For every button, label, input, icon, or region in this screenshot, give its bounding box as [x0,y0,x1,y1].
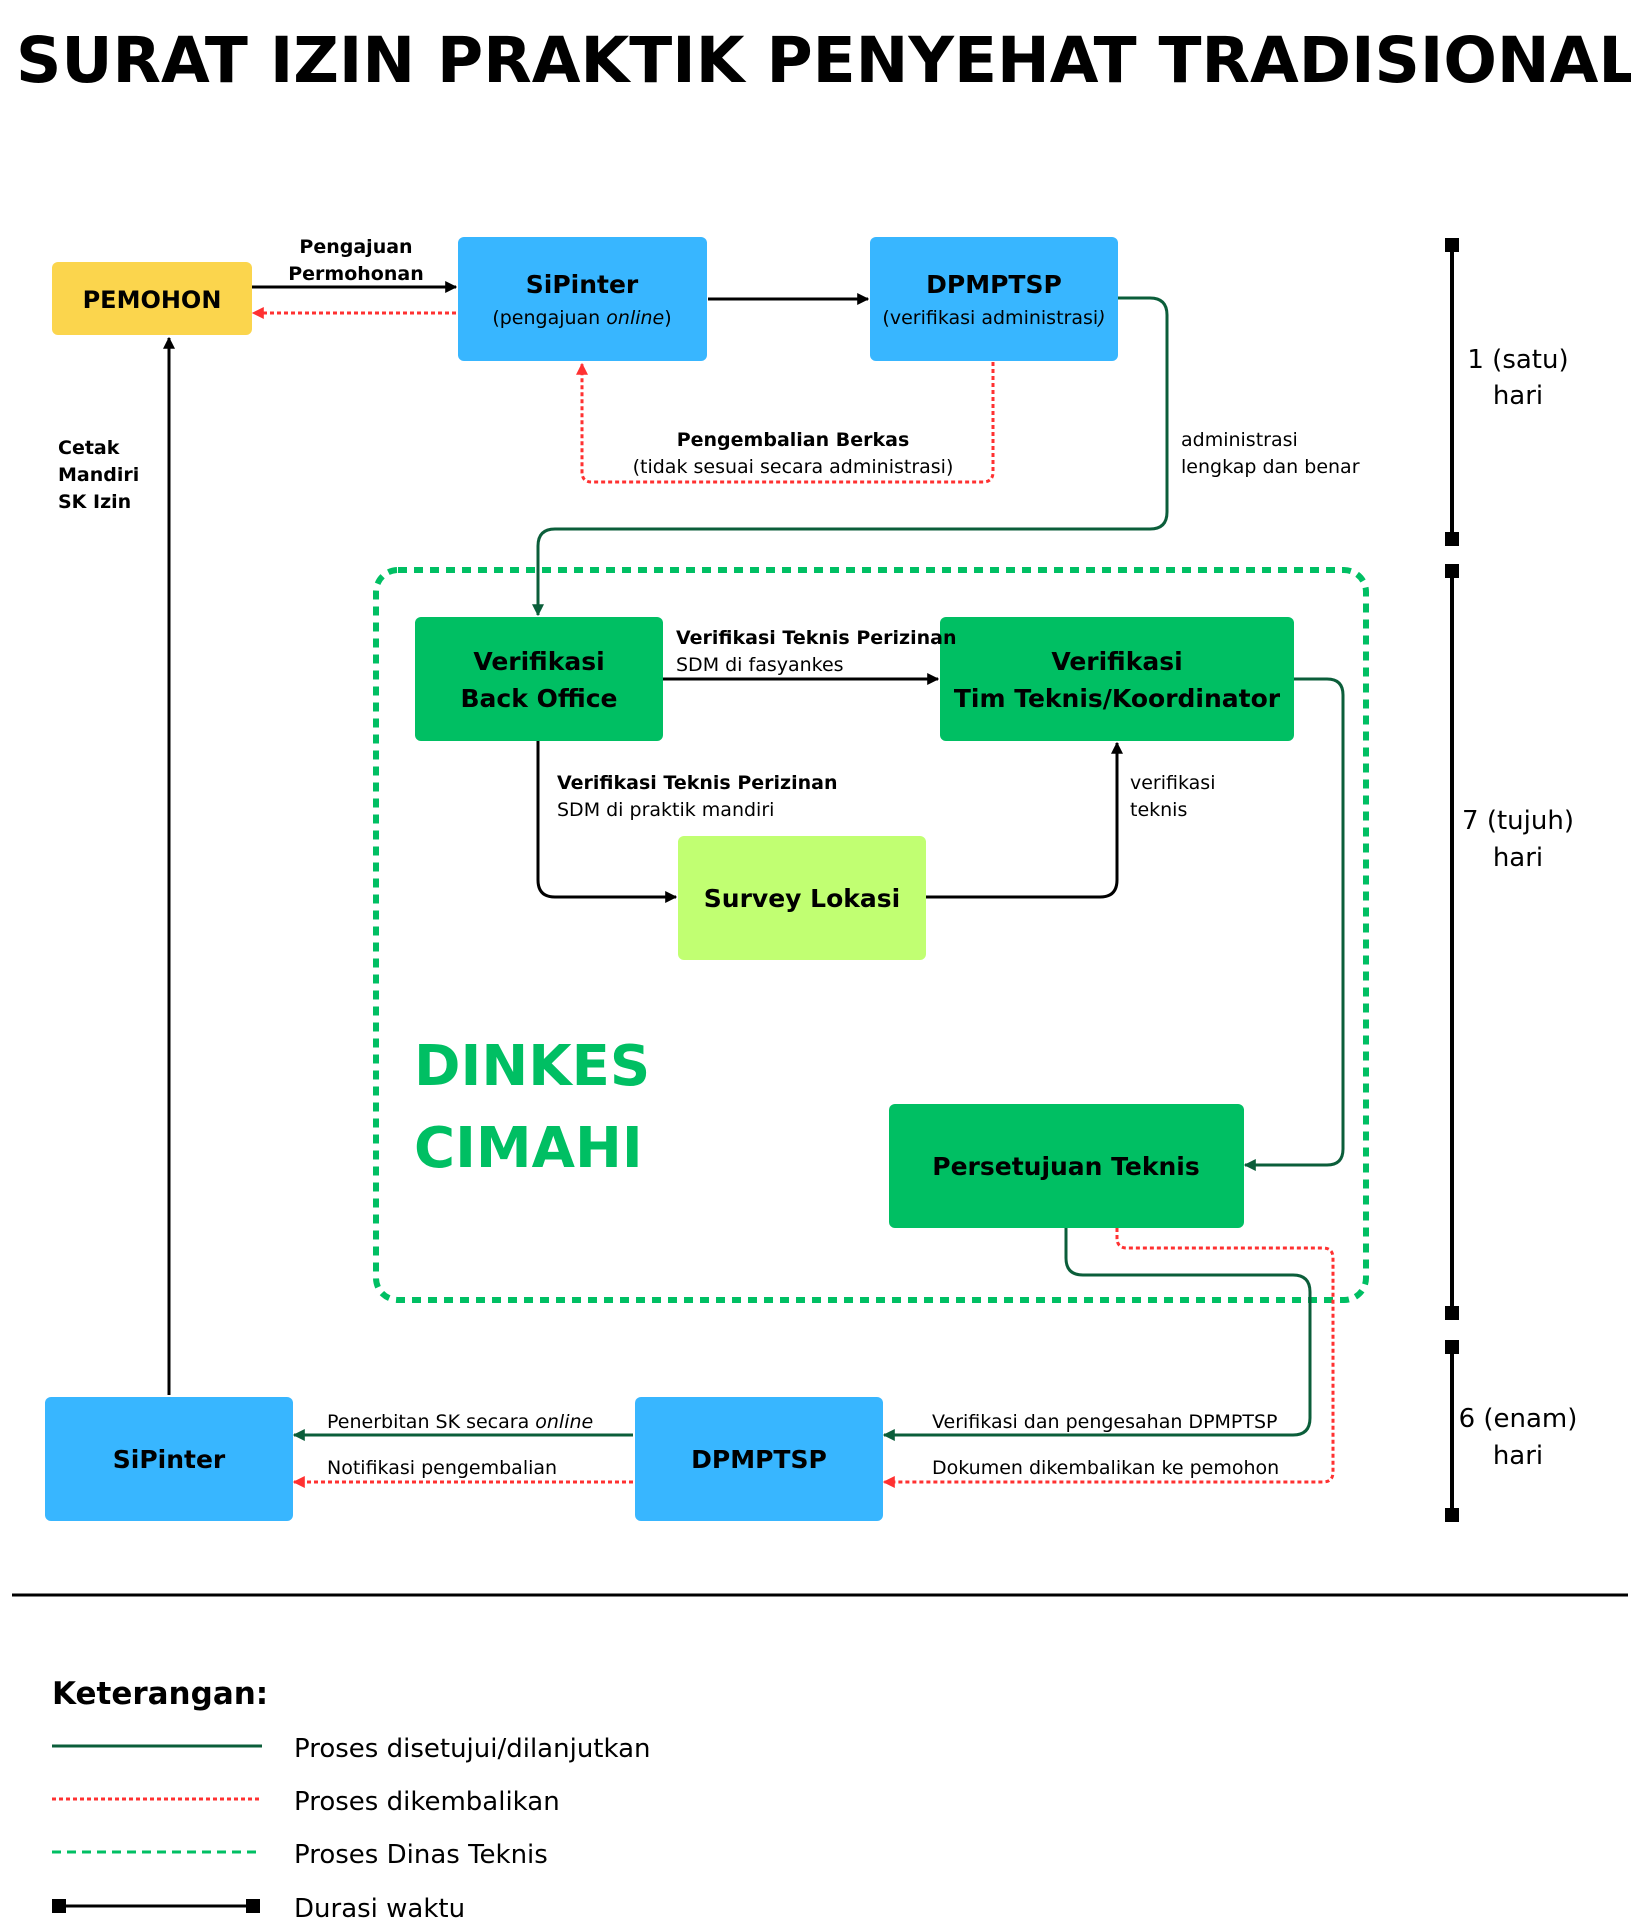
node-sipinter-top: SiPinter (pengajuan online) [458,237,707,361]
label-pengajuan-line1: Pengajuan [299,236,412,258]
legend-label-dinas: Proses Dinas Teknis [294,1840,548,1870]
node-dpmptsp-top: DPMPTSP (verifikasi administrasi) [870,237,1118,361]
arrow-pengembalian-berkas [576,362,995,484]
node-survey-lokasi-label: Survey Lokasi [704,884,900,913]
label-cetak-line2: Mandiri [58,464,139,486]
page-title: SURAT IZIN PRAKTIK PENYEHAT TRADISIONAL [16,24,1631,97]
label-pengembalian-bold: Pengembalian Berkas [677,429,910,451]
label-verifikasi-teknis-line2: teknis [1130,799,1187,821]
label-mandiri-bold: Verifikasi Teknis Perizinan [557,772,837,794]
label-notifikasi: Notifikasi pengembalian [327,1457,557,1479]
label-penerbitan: Penerbitan SK secara online [327,1411,593,1433]
node-dpmptsp-top-sub: (verifikasi administrasi) [882,307,1105,329]
label-administrasi-line2: lengkap dan benar [1181,456,1360,478]
node-tim-teknis-line1: Verifikasi [1051,647,1182,676]
node-sipinter-bottom: SiPinter [45,1397,293,1521]
node-back-office: Verifikasi Back Office [415,617,663,741]
label-mandiri-sub: SDM di praktik mandiri [557,799,774,821]
legend-label-returned: Proses dikembalikan [294,1787,560,1817]
node-dpmptsp-bottom: DPMPTSP [635,1397,883,1521]
duration-3-unit: hari [1493,1441,1543,1471]
node-dpmptsp-bottom-label: DPMPTSP [691,1445,827,1474]
arrow-verifikasi-teknis [926,741,1123,899]
label-fasyankes-sub: SDM di fasyankes [676,654,844,676]
node-pemohon: PEMOHON [52,262,252,335]
arrow-dokumen-dikembalikan [882,1228,1335,1488]
duration-bar-3 [1445,1340,1459,1522]
legend-label-approved: Proses disetujui/dilanjutkan [294,1734,651,1764]
arrow-administrasi-lengkap [532,296,1169,617]
node-sipinter-top-sub: (pengajuan online) [492,307,671,329]
node-persetujuan-teknis-label: Persetujuan Teknis [932,1152,1200,1181]
duration-bar-1 [1445,238,1459,546]
node-dpmptsp-top-label: DPMPTSP [926,270,1062,299]
label-dikembalikan: Dokumen dikembalikan ke pemohon [932,1457,1279,1479]
node-persetujuan-teknis: Persetujuan Teknis [889,1104,1244,1228]
dinkes-region [373,567,1369,1303]
arrow-praktik-mandiri [536,741,678,903]
duration-bar-2 [1445,564,1459,1320]
arrow-persetujuan-dpmptsp [882,1227,1312,1441]
node-tim-teknis: Verifikasi Tim Teknis/Koordinator [940,617,1294,741]
label-cetak-line1: Cetak [58,437,120,459]
duration-1-unit: hari [1493,381,1543,411]
arrow-tim-persetujuan [1243,677,1345,1171]
legend-swatch-duration [52,1899,260,1913]
duration-1-value: 1 (satu) [1467,345,1568,375]
duration-3-value: 6 (enam) [1459,1404,1578,1434]
node-back-office-line1: Verifikasi [473,647,604,676]
node-back-office-line2: Back Office [461,684,618,713]
node-survey-lokasi: Survey Lokasi [678,836,926,960]
legend-label-duration: Durasi waktu [294,1894,465,1924]
node-pemohon-label: PEMOHON [83,286,222,314]
label-cetak-line3: SK Izin [58,491,131,513]
duration-2-value: 7 (tujuh) [1462,806,1574,836]
label-fasyankes-bold: Verifikasi Teknis Perizinan [676,627,956,649]
label-pengembalian-sub: (tidak sesuai secara administrasi) [633,456,954,478]
label-administrasi-line1: administrasi [1181,429,1298,451]
legend-heading: Keterangan: [52,1676,268,1712]
node-sipinter-bottom-label: SiPinter [113,1445,226,1474]
region-label-line2: CIMAHI [414,1116,643,1181]
label-verifikasi-teknis-line1: verifikasi [1130,772,1215,794]
node-tim-teknis-line2: Tim Teknis/Koordinator [954,684,1281,713]
label-pengajuan-line2: Permohonan [288,263,424,285]
duration-2-unit: hari [1493,843,1543,873]
label-pengesahan: Verifikasi dan pengesahan DPMPTSP [932,1411,1278,1433]
node-sipinter-top-label: SiPinter [526,270,639,299]
region-label-line1: DINKES [414,1034,650,1099]
